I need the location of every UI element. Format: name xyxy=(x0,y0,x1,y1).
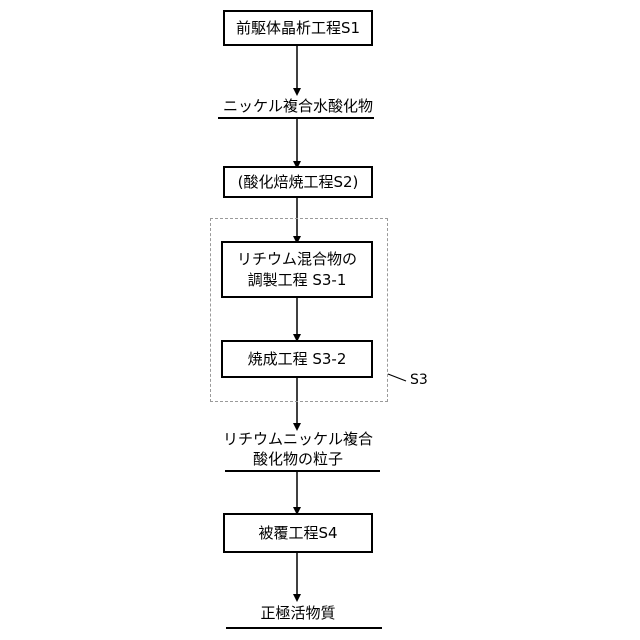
step-s1-label: 前駆体晶析工程S1 xyxy=(236,18,360,39)
product-lithium-nickel-line2: 酸化物の粒子 xyxy=(200,449,396,469)
product-lithium-nickel-oxide: リチウムニッケル複合 酸化物の粒子 xyxy=(200,429,396,469)
step-s2-box: (酸化焙焼工程S2) xyxy=(223,166,373,198)
underline-lithium-nickel-oxide xyxy=(225,470,380,472)
step-s3-2-box: 焼成工程 S3-2 xyxy=(221,340,373,378)
underline-cathode-material xyxy=(226,627,382,629)
product-lithium-nickel-line1: リチウムニッケル複合 xyxy=(200,429,396,449)
underline-nickel-hydroxide xyxy=(218,117,374,119)
step-s3-2-label: 焼成工程 S3-2 xyxy=(248,349,347,370)
step-s4-box: 被覆工程S4 xyxy=(223,513,373,553)
product-cathode-material: 正極活物質 xyxy=(200,603,396,623)
step-s3-1-box: リチウム混合物の 調製工程 S3-1 xyxy=(221,241,373,298)
step-s1-box: 前駆体晶析工程S1 xyxy=(223,10,373,46)
step-s3-1-label-line1: リチウム混合物の xyxy=(237,249,357,270)
step-s3-1-label-line2: 調製工程 S3-1 xyxy=(248,270,347,291)
step-s2-label: (酸化焙焼工程S2) xyxy=(238,172,359,193)
group-s3-label: S3 xyxy=(410,372,428,388)
step-s4-label: 被覆工程S4 xyxy=(258,523,337,544)
s3-leader-line xyxy=(388,374,406,381)
product-nickel-hydroxide: ニッケル複合水酸化物 xyxy=(200,96,396,116)
